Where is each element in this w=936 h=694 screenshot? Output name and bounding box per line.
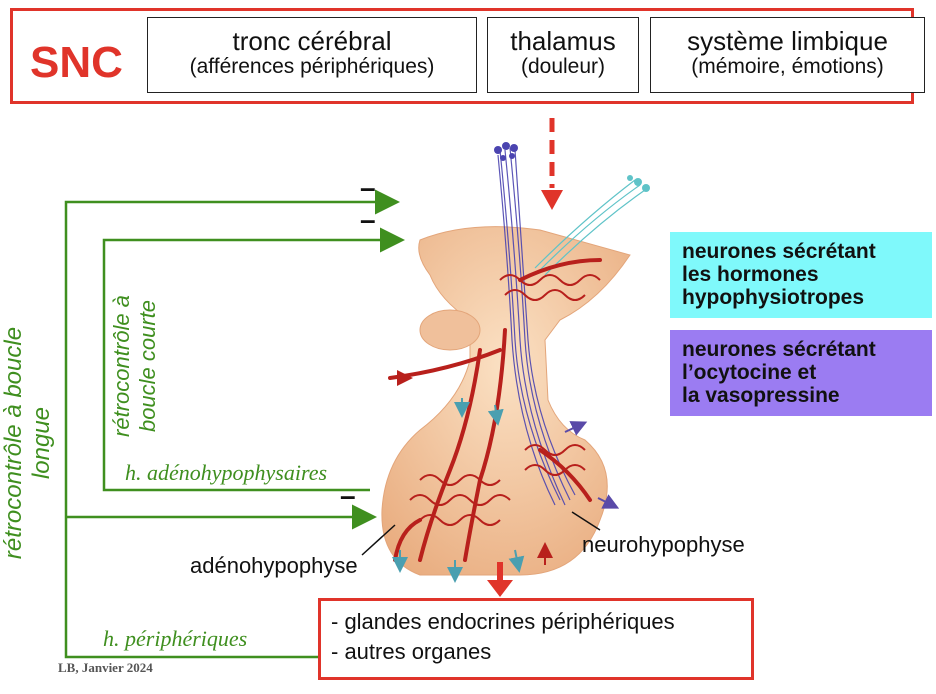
h-adeno-label: h. adénohypophysaires [125,460,328,485]
neurohypophyse-label: neurohypophyse [582,532,745,557]
minus-sign-3: – [340,480,356,511]
legend-hypophysiotropes: neurones sécrétant les hormones hypophys… [670,232,932,318]
region-limbique-title: système limbique [687,26,888,56]
legend-purple-line2: l’ocytocine et [682,361,817,384]
legend-cyan-line1: neurones sécrétant [682,240,876,263]
snc-label: SNC [30,38,123,87]
minus-sign-2: – [360,204,376,235]
short-feedback-line2: boucle courte [135,299,160,433]
short-feedback-label: rétrocontrôle à boucle courte [109,276,161,456]
h-periph-label: h. périphériques [103,626,248,651]
region-limbique-sub: (mémoire, émotions) [691,55,884,78]
output-line-1: - glandes endocrines périphériques [331,609,675,634]
pituitary-gland-illustration [361,142,650,583]
legend-purple-line3: la vasopressine [682,384,840,407]
legend-cyan-line3: hypophysiotropes [682,286,865,309]
long-feedback-label: rétrocontrôle à boucle longue [0,326,55,560]
region-tronc-sub: (afférences périphériques) [189,55,435,78]
region-systeme-limbique: système limbique (mémoire, émotions) [650,17,925,93]
region-tronc-cerebral: tronc cérébral (afférences périphériques… [147,17,477,93]
legend-ocytocine-vasopressine: neurones sécrétant l’ocytocine et la vas… [670,330,932,416]
short-feedback-line1: rétrocontrôle à [109,295,134,437]
adenohypophyse-label: adénohypophyse [190,553,358,578]
region-thalamus-title: thalamus [510,26,616,56]
minus-sign-1: – [360,172,376,203]
region-tronc-title: tronc cérébral [232,26,392,56]
neuro-leader-line [571,511,601,531]
adeno-leader-line [361,524,396,556]
legend-cyan-line2: les hormones [682,263,819,286]
footer-credit: LB, Janvier 2024 [58,660,153,675]
output-line-2: - autres organes [331,639,492,664]
region-thalamus-sub: (douleur) [520,55,606,78]
output-arrow [487,562,513,597]
output-targets-box: - glandes endocrines périphériques - aut… [318,598,754,680]
snc-to-hypothalamus-arrow [541,118,563,210]
region-thalamus: thalamus (douleur) [487,17,639,93]
feedback-loops [64,189,405,659]
legend-purple-line1: neurones sécrétant [682,338,876,361]
